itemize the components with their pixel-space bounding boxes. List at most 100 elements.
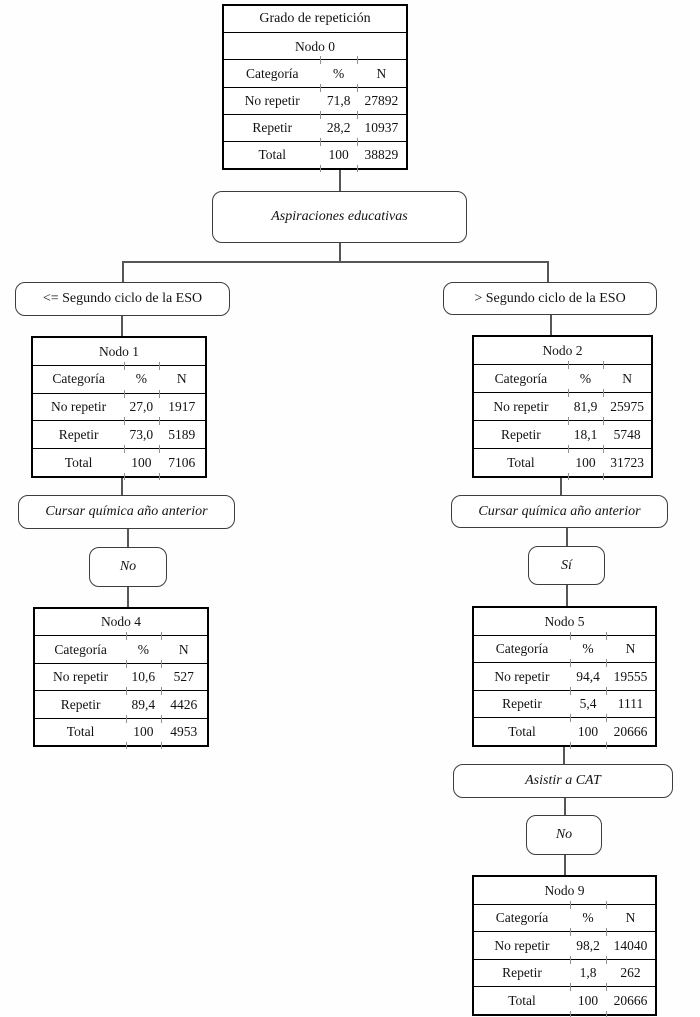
table-row: Repetir 5,4 1111 bbox=[474, 686, 655, 718]
table-cell: 10937 bbox=[356, 110, 406, 141]
branch-value-box-left: <= Segundo ciclo de la ESO bbox=[15, 282, 230, 316]
table-header-row: Categoría % N bbox=[35, 632, 207, 662]
connector-line bbox=[339, 243, 341, 261]
connector-line bbox=[564, 798, 566, 815]
node-table-node0: Grado de repetición Nodo 0 Categoría % N… bbox=[222, 4, 408, 173]
table-cell: Total bbox=[258, 147, 287, 163]
split-value-box-si: Sí bbox=[528, 546, 605, 585]
split-value-label: No bbox=[119, 559, 137, 574]
node-label: Nodo 2 bbox=[542, 342, 583, 358]
connector-line bbox=[127, 587, 129, 607]
table-cell: 5,4 bbox=[569, 686, 606, 718]
table-header-row: Categoría % N bbox=[474, 900, 655, 932]
table-cell: 4953 bbox=[160, 714, 207, 750]
table-cell: Repetir bbox=[502, 696, 542, 712]
header-n: N bbox=[160, 632, 207, 662]
split-variable-label: Aspiraciones educativas bbox=[271, 209, 408, 224]
table-cell: 262 bbox=[606, 955, 655, 987]
table-cell: No repetir bbox=[493, 398, 549, 414]
connector-line bbox=[122, 261, 548, 263]
table-cell: 14040 bbox=[606, 928, 655, 959]
node-table-node9: Nodo 9 Categoría % N No repetir 98,2 140… bbox=[472, 875, 657, 1017]
table-cell: No repetir bbox=[244, 92, 300, 108]
branch-value-box-right: > Segundo ciclo de la ESO bbox=[443, 282, 657, 315]
table-cell: 71,8 bbox=[320, 83, 356, 114]
table-cell: No repetir bbox=[494, 668, 550, 684]
table-cell: 527 bbox=[160, 659, 207, 690]
node-table-node1: Nodo 1 Categoría % N No repetir 27,0 191… bbox=[31, 336, 207, 480]
table-cell: 98,2 bbox=[569, 928, 606, 959]
table-cell: 100 bbox=[569, 714, 606, 749]
connector-line bbox=[121, 316, 123, 336]
connector-line bbox=[339, 170, 341, 191]
header-categoria: Categoría bbox=[495, 641, 549, 657]
header-categoria: Categoría bbox=[494, 370, 548, 386]
table-cell: 27892 bbox=[356, 83, 406, 114]
header-n: N bbox=[606, 900, 655, 932]
table-cell: 20666 bbox=[606, 714, 655, 749]
header-percent: % bbox=[124, 361, 158, 393]
connector-line bbox=[547, 261, 549, 282]
connector-line bbox=[550, 315, 552, 335]
header-n: N bbox=[606, 631, 655, 663]
table-row: Total 100 7106 bbox=[33, 445, 205, 480]
node-table-node2: Nodo 2 Categoría % N No repetir 81,9 259… bbox=[472, 335, 653, 480]
table-cell: 20666 bbox=[606, 983, 655, 1017]
table-row: No repetir 71,8 27892 bbox=[224, 83, 406, 114]
table-cell: 100 bbox=[567, 445, 603, 480]
table-cell: 38829 bbox=[356, 137, 406, 173]
table-cell: Total bbox=[64, 454, 93, 470]
dependent-variable-title: Grado de repetición bbox=[259, 11, 371, 27]
table-cell: 100 bbox=[124, 445, 158, 480]
header-n: N bbox=[158, 361, 205, 393]
node-label: Nodo 4 bbox=[100, 614, 142, 630]
header-percent: % bbox=[567, 361, 603, 392]
table-header-row: Categoría % N bbox=[474, 631, 655, 663]
branch-value-label: <= Segundo ciclo de la ESO bbox=[42, 291, 203, 306]
header-n: N bbox=[356, 56, 406, 86]
header-categoria: Categoría bbox=[495, 910, 549, 926]
table-cell: Total bbox=[508, 723, 536, 739]
node-table-node5: Nodo 5 Categoría % N No repetir 94,4 195… bbox=[472, 606, 657, 749]
split-value-box-no-right: No bbox=[526, 815, 602, 855]
table-cell: 89,4 bbox=[126, 687, 160, 717]
table-cell: 1,8 bbox=[569, 955, 606, 987]
table-cell: Repetir bbox=[252, 120, 293, 136]
table-row: Total 100 20666 bbox=[474, 983, 655, 1017]
table-row: Repetir 89,4 4426 bbox=[35, 687, 207, 717]
table-row: No repetir 27,0 1917 bbox=[33, 389, 205, 421]
table-header-row: Categoría % N bbox=[474, 361, 651, 392]
table-cell: 19555 bbox=[606, 659, 655, 690]
branch-value-label: > Segundo ciclo de la ESO bbox=[474, 290, 626, 306]
header-percent: % bbox=[569, 631, 606, 663]
table-row: Total 100 38829 bbox=[224, 137, 406, 173]
table-header-row: Categoría % N bbox=[224, 56, 406, 86]
split-value-label: No bbox=[555, 827, 573, 842]
connector-line bbox=[122, 261, 124, 282]
split-variable-label: Cursar química año anterior bbox=[478, 503, 641, 519]
table-cell: Total bbox=[66, 724, 95, 740]
node-label: Nodo 0 bbox=[224, 32, 406, 59]
split-variable-label: Cursar química año anterior bbox=[45, 504, 208, 519]
connector-line bbox=[566, 585, 568, 606]
table-cell: 5748 bbox=[603, 417, 651, 448]
table-cell: 81,9 bbox=[567, 389, 603, 420]
node-label: Nodo 5 bbox=[544, 613, 585, 629]
connector-line bbox=[564, 855, 566, 875]
table-cell: Repetir bbox=[58, 427, 99, 443]
connector-line bbox=[121, 478, 123, 495]
table-cell: 7106 bbox=[158, 445, 205, 480]
split-variable-label: Asistir a CAT bbox=[525, 773, 601, 788]
table-row: Total 100 4953 bbox=[35, 714, 207, 750]
table-cell: Repetir bbox=[60, 696, 101, 712]
table-row: Repetir 73,0 5189 bbox=[33, 417, 205, 448]
table-cell: No repetir bbox=[53, 669, 109, 685]
header-categoria: Categoría bbox=[52, 371, 105, 387]
table-cell: 1917 bbox=[158, 389, 205, 421]
table-cell: Repetir bbox=[502, 965, 542, 981]
header-percent: % bbox=[569, 900, 606, 932]
split-variable-box-quimica-left: Cursar química año anterior bbox=[18, 495, 235, 529]
connector-line bbox=[560, 478, 562, 495]
table-header-row: Categoría % N bbox=[33, 361, 205, 393]
